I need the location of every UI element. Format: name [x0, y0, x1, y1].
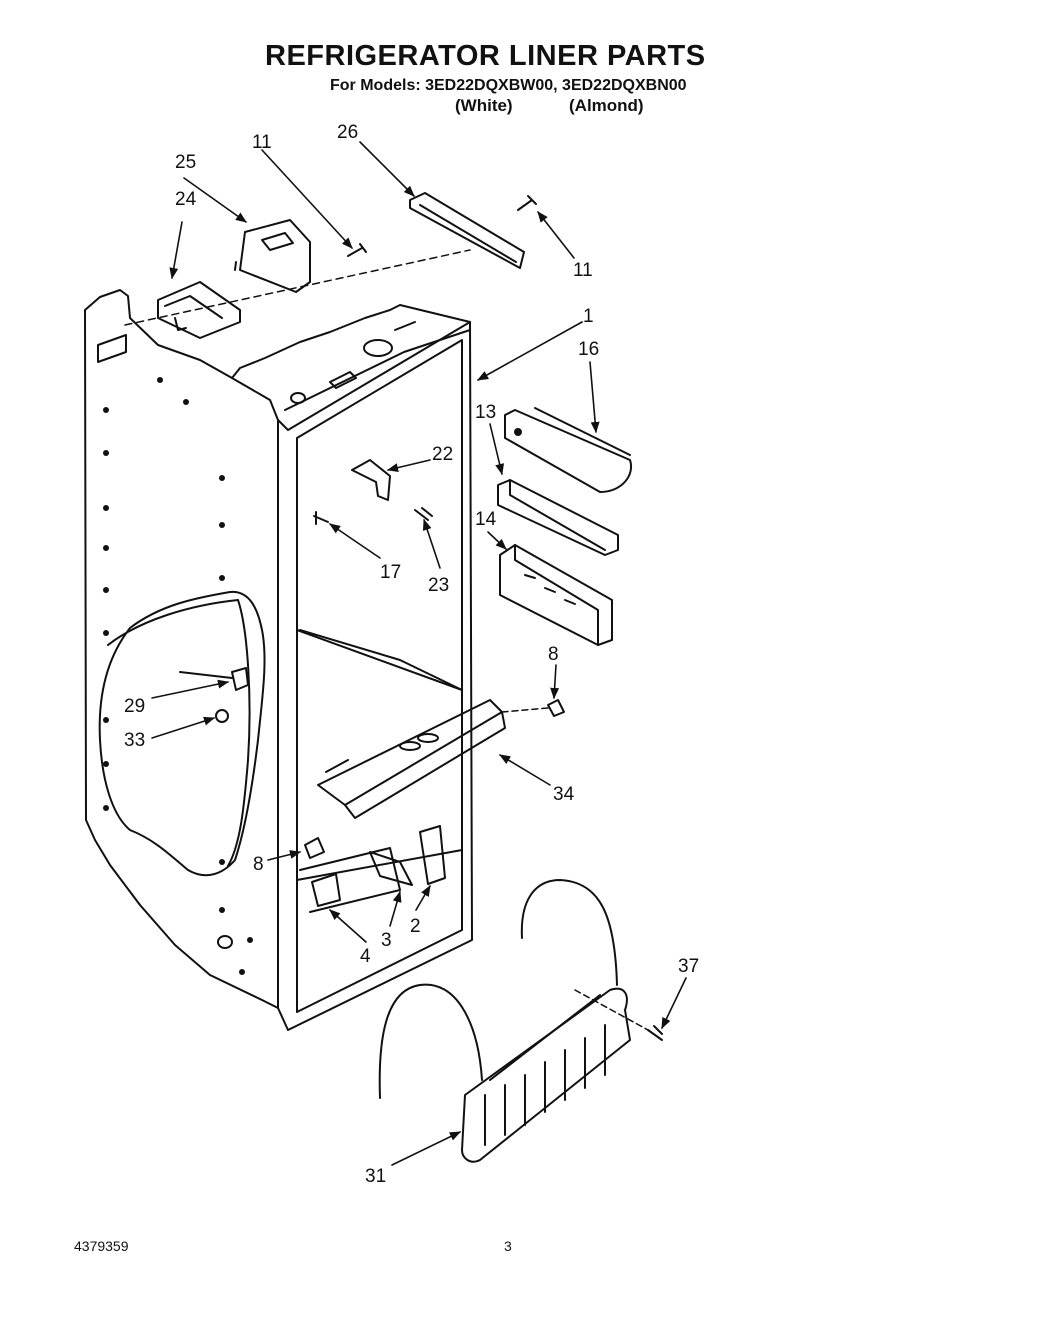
- callout-31: 31: [365, 1166, 386, 1187]
- part-number: 4379359: [74, 1238, 129, 1254]
- refrigerator-liner: [84, 289, 473, 1031]
- callout-labels: 11 25 24 26 11 1 16 13 14 22 23 17 8 34 …: [124, 122, 699, 1187]
- callout-26: 26: [337, 122, 358, 143]
- light-socket: [179, 667, 249, 691]
- callout-16: 16: [578, 339, 599, 360]
- leader-lines: [151, 141, 687, 1166]
- callout-1: 1: [583, 306, 594, 327]
- control-housing: [157, 281, 241, 339]
- meat-drawer-cover: [378, 879, 631, 1163]
- screw-17: [313, 511, 329, 525]
- callout-22: 22: [432, 444, 453, 465]
- housing-bracket: [234, 219, 311, 293]
- callout-8-left: 8: [253, 854, 264, 875]
- callout-17: 17: [380, 562, 401, 583]
- finish-almond: (Almond): [569, 96, 644, 115]
- part-2: [419, 825, 446, 885]
- callout-25: 25: [175, 152, 196, 173]
- screw-37: [647, 1025, 663, 1041]
- page-number: 3: [504, 1238, 512, 1254]
- callout-11-right: 11: [573, 260, 593, 281]
- callout-3: 3: [381, 930, 392, 951]
- callout-4: 4: [360, 946, 371, 967]
- callout-37: 37: [678, 956, 699, 977]
- callout-34: 34: [553, 784, 575, 805]
- plug-8-left: [304, 837, 325, 859]
- bracket-22: [351, 459, 391, 501]
- screw-11a: [347, 243, 367, 257]
- screw-11b: [517, 195, 537, 211]
- callout-8-right: 8: [548, 644, 559, 665]
- crisper-cover: [317, 699, 506, 819]
- callout-24: 24: [175, 189, 197, 210]
- page-title: REFRIGERATOR LINER PARTS: [265, 40, 706, 72]
- callout-29: 29: [124, 696, 145, 717]
- light-bulb: [215, 709, 229, 723]
- control-box: [499, 544, 613, 646]
- shelf-trough: [504, 407, 633, 493]
- part-3: [369, 851, 413, 886]
- finish-white: (White): [455, 96, 513, 115]
- part-4: [311, 873, 341, 907]
- callout-11-top: 11: [252, 132, 272, 153]
- shelf-bracket: [497, 479, 619, 556]
- upper-rail: [409, 192, 525, 269]
- callout-23: 23: [428, 575, 449, 596]
- callout-14: 14: [475, 509, 497, 530]
- callout-2: 2: [410, 916, 421, 937]
- wall-holes: [103, 377, 253, 975]
- plug-8-right: [547, 699, 565, 717]
- screw-23: [414, 507, 433, 521]
- callout-33: 33: [124, 730, 145, 751]
- callout-13: 13: [475, 402, 496, 423]
- models-line: For Models: 3ED22DQXBW00, 3ED22DQXBN00: [330, 77, 687, 94]
